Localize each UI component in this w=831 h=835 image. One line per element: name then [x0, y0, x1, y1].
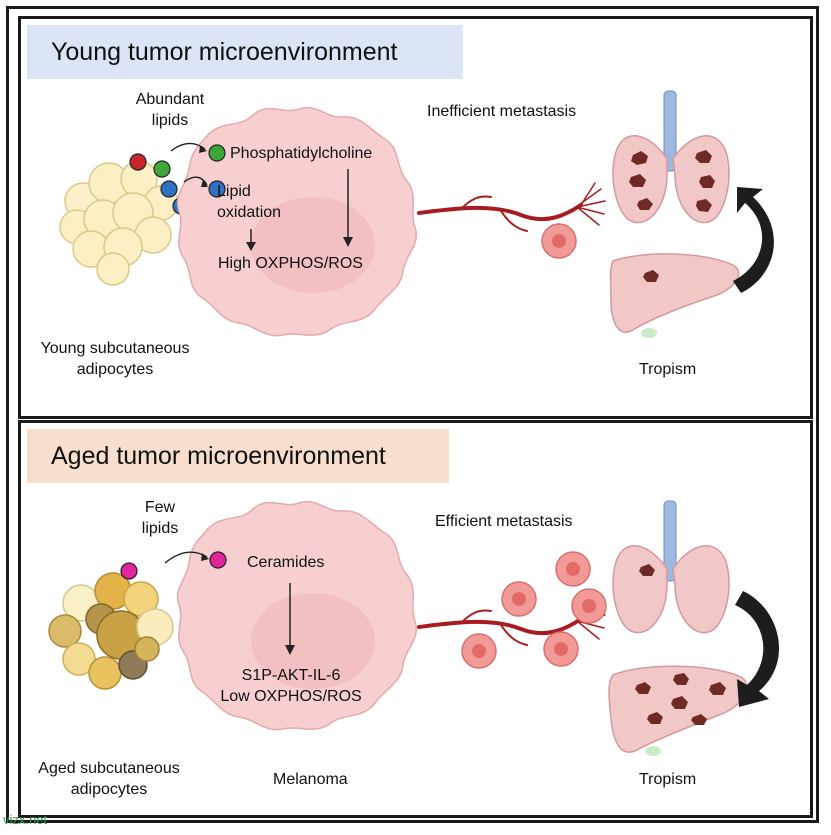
high-oxphos-label: High OXPHOS/ROS — [218, 255, 363, 272]
aged-adipocyte-cluster — [48, 572, 174, 690]
uptake-arrow-head — [201, 553, 209, 561]
lipid-oxidation-label: Lipid oxidation — [217, 183, 282, 221]
down-arrow-head — [246, 242, 256, 251]
tropism-label-young: Tropism — [639, 361, 697, 378]
oxidized-lipid-icon — [208, 180, 226, 198]
liver-icon-young — [609, 253, 740, 338]
efficient-metastasis-label: Efficient metastasis — [435, 513, 573, 530]
ceramides-label: Ceramides — [247, 554, 325, 571]
nucleus-aged — [251, 593, 375, 689]
uptake-arrow-head — [201, 180, 208, 187]
aged-panel-title: Aged tumor microenvironment — [27, 429, 449, 483]
uptake-arrow — [170, 142, 206, 152]
uptake-arrow-head — [199, 146, 207, 153]
tropism-arrow-young — [733, 187, 774, 293]
ceramide-icon — [209, 551, 227, 569]
liver-icon-aged — [608, 665, 748, 756]
few-lipids-label: Few lipids — [141, 499, 179, 537]
aged-adipocytes-label: Aged subcutaneous adipocytes — [38, 760, 180, 798]
blood-vessel-young — [417, 182, 606, 232]
tropism-label-aged: Tropism — [639, 771, 697, 788]
inefficient-metastasis-label: Inefficient metastasis — [427, 103, 577, 120]
young-illustration — [59, 90, 774, 338]
tropism-arrow-aged — [735, 591, 780, 707]
watermark: vizx.net — [3, 812, 48, 827]
blood-vessel-aged — [417, 596, 606, 646]
young-adipocyte-cluster — [59, 160, 179, 286]
down-arrow-head — [285, 645, 295, 655]
lungs-icon-young — [612, 90, 730, 224]
figure-frame — [6, 6, 819, 823]
ceramide-outside-icon — [120, 562, 138, 580]
lipid-blue-icon — [160, 180, 178, 198]
lipid-red-icon — [129, 153, 147, 171]
phosphatidylcholine-label: Phosphatidylcholine — [230, 145, 373, 162]
melanoma-label: Melanoma — [273, 771, 348, 788]
nucleus-young — [251, 197, 375, 293]
circulating-tumor-cell — [541, 223, 577, 259]
uptake-arrow — [183, 176, 208, 186]
aged-illustration — [48, 500, 780, 756]
phosphatidylcholine-icon — [208, 144, 226, 162]
circulating-tumor-cells — [461, 551, 607, 669]
young-adipocytes-label: Young subcutaneous adipocytes — [40, 340, 190, 378]
pathway-label: S1P-AKT-IL-6 Low OXPHOS/ROS — [220, 667, 362, 705]
down-arrow-head — [343, 237, 353, 247]
lungs-icon-aged — [612, 500, 730, 634]
abundant-lipids-label: Abundant lipids — [135, 91, 205, 129]
young-panel-title: Young tumor microenvironment — [27, 25, 463, 79]
lipid-green-icon — [153, 160, 171, 178]
young-panel: Young tumor microenvironment — [18, 16, 813, 419]
aged-panel: Aged tumor microenvironment — [18, 420, 813, 818]
